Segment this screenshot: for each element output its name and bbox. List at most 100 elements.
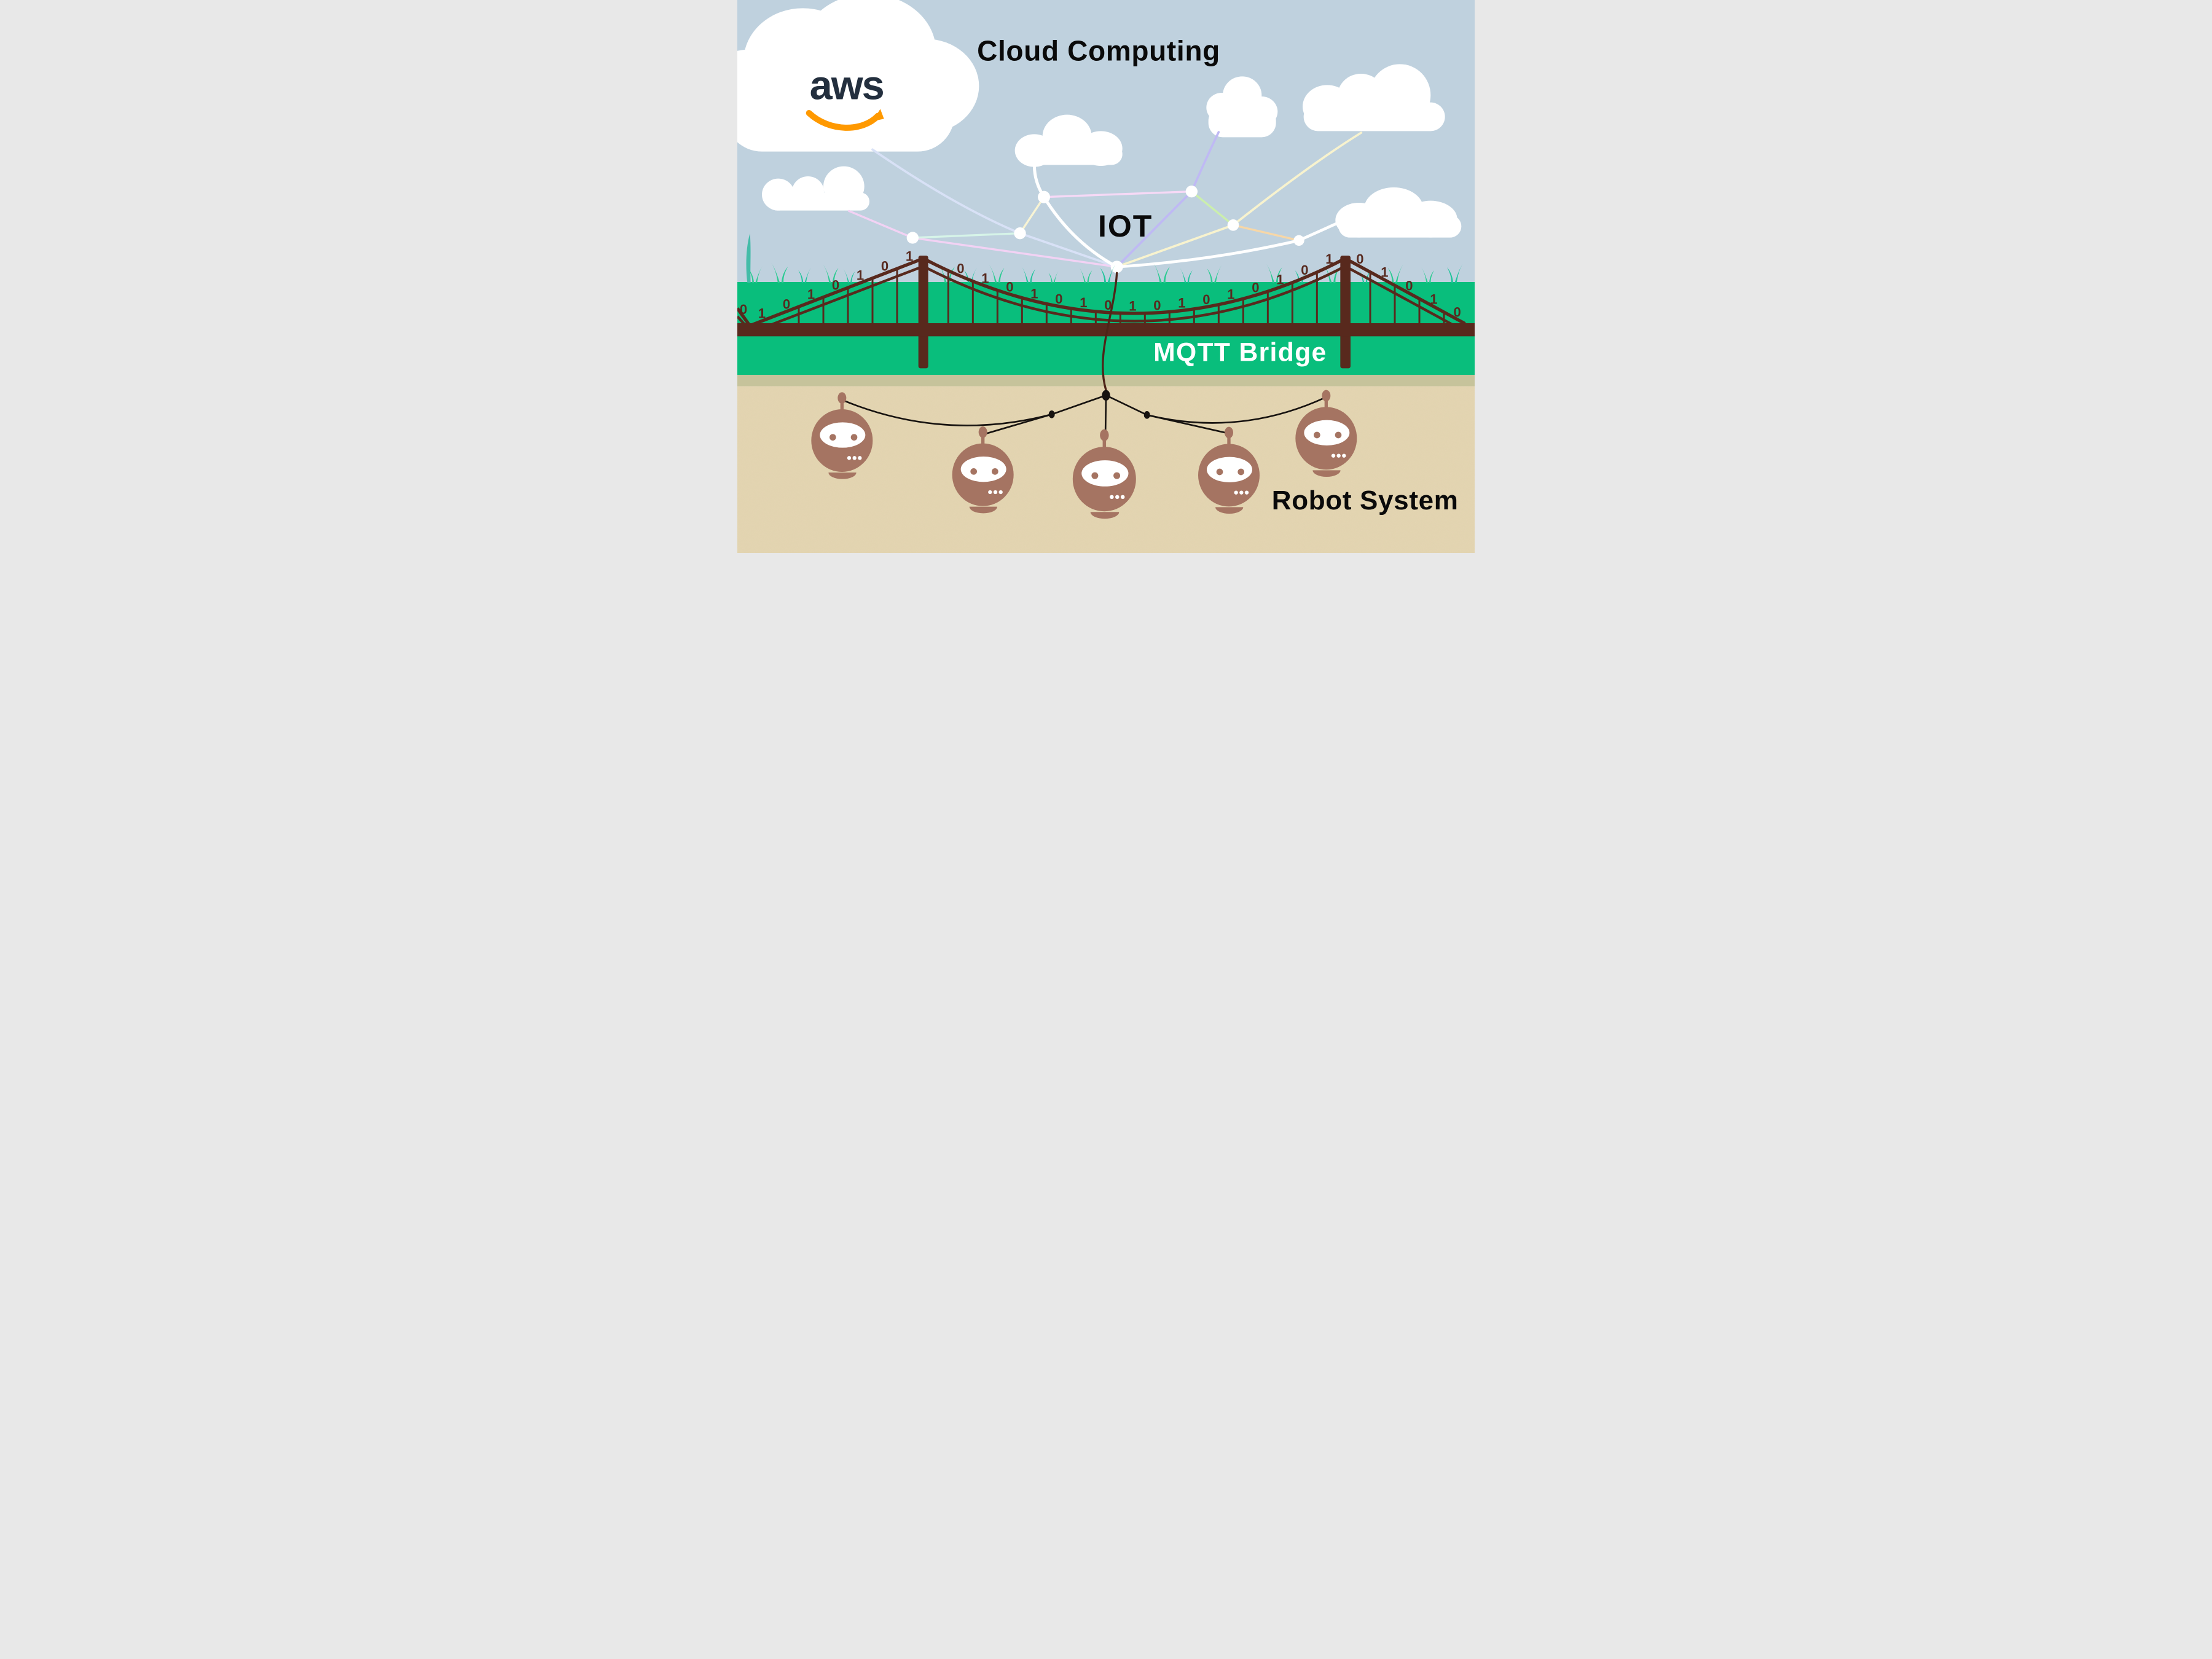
cloud-right-mid	[1335, 187, 1462, 238]
cloud-base	[768, 192, 869, 211]
robot-base-dish	[828, 473, 857, 479]
robot-mouth-dot	[993, 490, 998, 495]
network-link	[1115, 213, 1358, 269]
binary-digit: 0	[1356, 251, 1363, 267]
robot-mouth-dot	[847, 456, 852, 460]
network-node	[906, 232, 919, 244]
robot-base-dish	[969, 506, 997, 514]
grass-tuft	[1180, 267, 1193, 283]
aws-cloud	[737, 0, 979, 152]
cloud-base	[737, 69, 955, 152]
robot-visor	[1207, 457, 1252, 482]
binary-digit: 0	[1104, 297, 1112, 313]
cable-junction-dot	[1143, 411, 1150, 419]
aws-smile-arrowhead-icon	[873, 109, 884, 122]
binary-digit: 0	[1301, 262, 1308, 278]
robot-visor	[1081, 460, 1129, 487]
grass-tuft	[823, 264, 839, 283]
grass-tuft	[1323, 262, 1340, 283]
binary-digit: 0	[881, 258, 888, 273]
robot-base-dish	[1090, 512, 1120, 519]
network-node	[1014, 227, 1026, 240]
grass-tuft	[1387, 264, 1403, 283]
binary-digit: 0	[1006, 279, 1013, 294]
robot-network-cables	[841, 394, 1327, 439]
grass-tuft	[843, 269, 855, 283]
robot-cable	[1105, 394, 1148, 416]
binary-digit: 1	[906, 249, 913, 264]
grass-tuft	[1447, 264, 1463, 283]
robot-antenna-knob	[837, 392, 847, 404]
binary-digit: 0	[1405, 278, 1413, 294]
robot-visor	[820, 422, 866, 448]
network-link	[1232, 224, 1300, 241]
robot-5	[1295, 390, 1357, 477]
robot-mouth-dot	[1336, 453, 1341, 458]
grass-tuft	[1153, 262, 1170, 283]
network-link	[1019, 195, 1045, 235]
cable-junction-dot	[1048, 410, 1055, 418]
grass-tuft	[989, 264, 1005, 283]
cloud-base	[1303, 102, 1445, 131]
grass-tuft	[1266, 264, 1282, 283]
binary-digit: 0	[783, 296, 790, 312]
binary-digit: 0	[1252, 280, 1259, 296]
clouds-layer	[737, 0, 1462, 238]
robot-mouth-dot	[1115, 495, 1120, 500]
grass-tuft	[798, 267, 811, 283]
network-link	[1042, 195, 1119, 269]
robot-2	[952, 426, 1014, 514]
robots-layer	[811, 390, 1357, 519]
binary-digit: 1	[1030, 286, 1038, 301]
binary-digit: 0	[1153, 297, 1161, 313]
bridge-deck	[737, 323, 1475, 337]
network-link	[1190, 190, 1234, 226]
cloud-base	[1208, 106, 1276, 138]
network-link	[1043, 190, 1193, 198]
robot-mouth-dot	[1244, 490, 1249, 495]
binary-digit: 0	[740, 302, 747, 317]
network-node	[1293, 235, 1304, 246]
robot-4	[1198, 426, 1260, 514]
robot-antenna-knob	[978, 426, 987, 438]
robot-cable	[841, 399, 1053, 426]
robot-network-dots	[1048, 390, 1150, 419]
grass-tuft	[1021, 265, 1036, 283]
grass-tuft	[1079, 267, 1092, 283]
cloud-computing-title: Cloud Computing	[977, 35, 1220, 67]
iot-label: IOT	[1098, 209, 1153, 243]
binary-digit: 0	[1454, 304, 1461, 320]
network-node	[1038, 190, 1050, 203]
robot-base-dish	[1215, 507, 1244, 514]
grass-tuft	[1207, 265, 1222, 283]
robot-eye-left	[970, 468, 977, 475]
robot-eye-left	[1091, 472, 1099, 479]
robot-mouth-dot	[852, 456, 857, 460]
binary-digit: 0	[1055, 291, 1062, 307]
binary-digit: 1	[1178, 296, 1185, 311]
cloud-top-right	[1303, 64, 1445, 131]
binary-digit: 1	[1325, 251, 1333, 267]
binary-digit: 1	[1276, 272, 1284, 288]
grass-tuft	[1421, 267, 1434, 283]
grass-tuft	[771, 262, 788, 283]
robot-visor	[1304, 420, 1350, 445]
robot-mouth-dot	[1234, 490, 1238, 495]
network-node	[1185, 186, 1198, 198]
robot-mouth-dot	[1120, 495, 1125, 500]
cloud-base	[1338, 215, 1462, 238]
robot-1	[811, 392, 873, 479]
binary-digit: 1	[1129, 298, 1136, 313]
iot-to-ground-line	[1102, 272, 1118, 391]
robot-cable	[983, 413, 1053, 435]
robot-eye-right	[850, 434, 858, 441]
binary-digit: 0	[1202, 292, 1210, 307]
aws-logo: aws	[806, 63, 885, 131]
robot-visor	[960, 457, 1006, 482]
robot-cable	[1146, 396, 1327, 424]
robot-mouth-dot	[1342, 453, 1346, 458]
robot-antenna-knob	[1322, 390, 1331, 402]
robot-eye-right	[1335, 431, 1342, 439]
binary-digit: 1	[758, 306, 766, 321]
